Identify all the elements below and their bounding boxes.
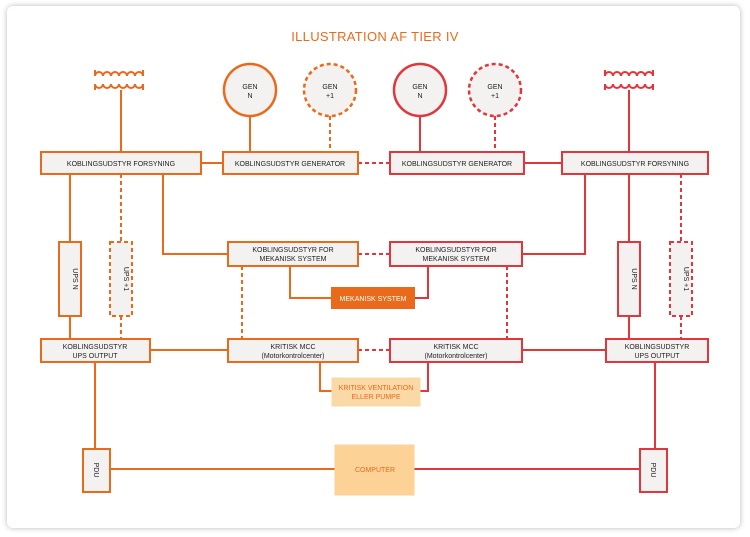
line-mech-left-system xyxy=(289,266,332,299)
transformer-left-icon xyxy=(94,70,144,98)
mechanical-system: MEKANISK SYSTEM xyxy=(331,287,415,309)
mcc-right: KRITISK MCC (Motorkontrolcenter) xyxy=(389,338,523,363)
ups-n1-right: UPS +1 xyxy=(669,241,693,317)
switch-supply-right-label: KOBLINGSUDSTYR FORSYNING xyxy=(581,161,689,168)
ups-output-right-sublabel: UPS OUTPUT xyxy=(634,353,680,360)
mechanical-system-label: MEKANISK SYSTEM xyxy=(340,296,407,303)
gen-n-right-label: GEN xyxy=(412,84,427,91)
gen-n1-right-label: GEN xyxy=(487,84,502,91)
switch-generator-right: KOBLINGSUDSTYR GENERATOR xyxy=(389,151,525,175)
mcc-right-label: KRITISK MCC xyxy=(433,344,478,351)
gen-n1-left: GEN +1 xyxy=(302,62,358,118)
mcc-left-label: KRITISK MCC xyxy=(270,344,315,351)
line-mcc-ventilation-left xyxy=(319,362,332,392)
line-mech-right-system xyxy=(414,266,429,299)
critical-ventilation: KRITISK VENTILATION ELLER PUMPE xyxy=(331,377,421,407)
pdu-right-label: PDU xyxy=(649,463,656,478)
gen-n-left-label: GEN xyxy=(242,84,257,91)
mcc-right-sublabel: (Motorkontrolcenter) xyxy=(424,353,487,360)
ups-output-left-sublabel: UPS OUTPUT xyxy=(72,353,118,360)
switch-mech-right-sublabel: MEKANISK SYSTEM xyxy=(423,256,490,263)
switch-generator-left-label: KOBLINGSUDSTYR GENERATOR xyxy=(235,161,345,168)
switch-supply-left: KOBLINGSUDSTYR FORSYNING xyxy=(40,151,202,175)
critical-ventilation-sublabel: ELLER PUMPE xyxy=(351,394,400,401)
switch-mech-right: KOBLINGSUDSTYR FOR MEKANISK SYSTEM xyxy=(389,241,523,267)
mcc-left: KRITISK MCC (Motorkontrolcenter) xyxy=(227,338,359,363)
ups-output-left-label: KOBLINGSUDSTYR xyxy=(63,344,128,351)
gen-n-right-sublabel: N xyxy=(417,93,422,100)
ups-n1-left-label: UPS +1 xyxy=(122,267,129,291)
gen-n1-left-sublabel: +1 xyxy=(326,93,334,100)
ups-n-left: UPS N xyxy=(58,241,82,317)
gen-n-right: GEN N xyxy=(392,62,448,118)
gen-n1-right: GEN +1 xyxy=(467,62,523,118)
ups-output-left: KOBLINGSUDSTYR UPS OUTPUT xyxy=(40,338,151,363)
diagram-title: ILLUSTRATION AF TIER IV xyxy=(291,29,459,44)
switch-mech-left-sublabel: MEKANISK SYSTEM xyxy=(260,256,327,263)
ups-n1-right-label: UPS +1 xyxy=(682,267,689,291)
computer: COMPUTER xyxy=(334,444,415,496)
switch-generator-right-label: KOBLINGSUDSTYR GENERATOR xyxy=(402,161,512,168)
line-supply-mech-left xyxy=(162,174,228,255)
transformer-right-icon xyxy=(604,70,654,98)
critical-ventilation-label: KRITISK VENTILATION xyxy=(339,385,414,392)
switch-mech-right-label: KOBLINGSUDSTYR FOR xyxy=(415,247,496,254)
switch-mech-left-label: KOBLINGSUDSTYR FOR xyxy=(252,247,333,254)
switch-generator-left: KOBLINGSUDSTYR GENERATOR xyxy=(222,151,359,175)
pdu-left: PDU xyxy=(82,448,111,493)
gen-n-left: GEN N xyxy=(222,62,278,118)
ups-n-left-label: UPS N xyxy=(71,268,78,289)
ups-n-right: UPS N xyxy=(617,241,641,317)
ups-output-right-label: KOBLINGSUDSTYR xyxy=(625,344,690,351)
line-mcc-ventilation-right xyxy=(420,362,429,392)
gen-n-left-sublabel: N xyxy=(247,93,252,100)
line-supply-mech-right xyxy=(522,174,586,255)
connection-lines xyxy=(69,98,682,470)
pdu-left-label: PDU xyxy=(92,463,99,478)
pdu-right: PDU xyxy=(639,448,668,493)
gen-n1-left-label: GEN xyxy=(322,84,337,91)
ups-n1-left: UPS +1 xyxy=(109,241,133,317)
computer-label: COMPUTER xyxy=(355,467,395,474)
switch-supply-left-label: KOBLINGSUDSTYR FORSYNING xyxy=(67,161,175,168)
switch-mech-left: KOBLINGSUDSTYR FOR MEKANISK SYSTEM xyxy=(227,241,359,267)
ups-output-right: KOBLINGSUDSTYR UPS OUTPUT xyxy=(605,338,709,363)
mcc-left-sublabel: (Motorkontrolcenter) xyxy=(261,353,324,360)
ups-n-right-label: UPS N xyxy=(630,268,637,289)
switch-supply-right: KOBLINGSUDSTYR FORSYNING xyxy=(561,151,709,175)
gen-n1-right-sublabel: +1 xyxy=(491,93,499,100)
